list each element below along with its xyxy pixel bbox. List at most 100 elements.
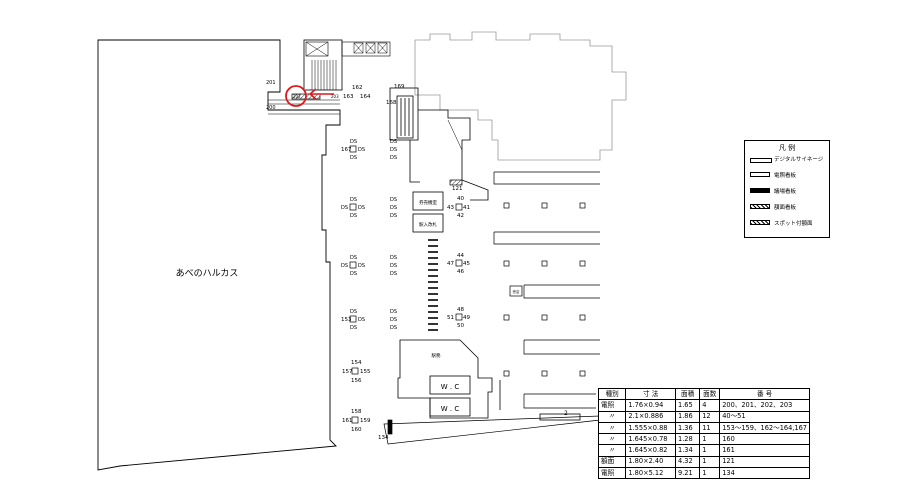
sign-label: 163 <box>343 94 354 100</box>
legend-label: スポット付額面 <box>774 221 813 227</box>
columns <box>503 202 586 377</box>
legend-swatch-hatched <box>750 204 770 209</box>
table-row: 〃 1.645×0.78 1.28 1 160 <box>597 433 810 446</box>
table-row: 電照 1.80×5.12 9.21 1 134 <box>597 467 810 480</box>
tactile-strip <box>428 239 438 331</box>
room-label-office: 駅務 <box>432 352 441 359</box>
cell-faces: 12 <box>699 410 721 423</box>
cell-type: 〃 <box>597 433 627 446</box>
legend-item-signage: デジタルサイネージ <box>750 154 828 166</box>
legend-item-hatched: 額面看板 <box>750 202 828 214</box>
cell-type: 〃 <box>597 421 627 435</box>
sign-label: 156 <box>351 378 362 384</box>
cell-area: 4.32 <box>675 455 701 469</box>
platform-bays <box>493 171 600 409</box>
ds-label: DS <box>350 325 357 331</box>
ds-label: DS <box>390 197 397 203</box>
table-row: 〃 2.1×0.886 1.86 12 40〜51 <box>597 410 810 423</box>
cell-size: 1.555×0.88 <box>625 421 677 435</box>
cell-size: 1.76×0.94 <box>625 399 677 412</box>
ds-label: DS <box>358 263 365 269</box>
legend-box: 凡 例 デジタルサイネージ 電照看板 議場看板 額面看板 スポット付額面 <box>744 140 830 238</box>
ds-label: DS <box>350 309 357 315</box>
sign-label: 164 <box>360 94 371 100</box>
sign-label: 155 <box>360 369 371 375</box>
table-row: 電照 1.76×0.94 1.65 4 200、201、202、203 <box>597 399 810 412</box>
cell-area: 1.36 <box>675 421 701 435</box>
ds-label: DS <box>358 205 365 211</box>
sign-label: 42 <box>457 213 464 219</box>
cell-number: 160 <box>719 433 810 446</box>
spec-table: 種別 寸 法 面積 面数 番 号 電照 1.76×0.94 1.65 4 200… <box>597 387 810 480</box>
sign-label: 200 <box>266 105 276 111</box>
legend-item-lit: 電照看板 <box>750 170 828 182</box>
sign-label: 153 <box>341 317 352 323</box>
sign-label: 50 <box>457 323 464 329</box>
ds-label: DS <box>390 271 397 277</box>
cell-number: 200、201、202、203 <box>719 399 810 412</box>
legend-swatch-black <box>750 188 770 193</box>
ds-label: DS <box>358 147 365 153</box>
cell-area: 1.34 <box>675 444 701 457</box>
sign-label: 121 <box>452 186 463 192</box>
ds-label: DS <box>390 309 397 315</box>
cell-size: 1.645×0.78 <box>625 433 677 446</box>
ds-label: DS <box>390 325 397 331</box>
sign-label: 43 <box>447 205 454 211</box>
room-label-wc: W . C <box>441 405 460 413</box>
ds-label: DS <box>350 197 357 203</box>
sign-label: 203 <box>331 94 339 99</box>
room-label-shop: 売店 <box>513 289 521 294</box>
table-row: 〃 1.645×0.82 1.34 1 161 <box>597 444 810 457</box>
highlight-circle <box>285 85 307 107</box>
highlight-arrow <box>308 88 334 100</box>
ds-label: DS <box>390 205 397 211</box>
sign-label: 45 <box>463 261 470 267</box>
ds-label: DS <box>350 255 357 261</box>
ds-label: DS <box>390 155 397 161</box>
cell-size: 1.645×0.82 <box>625 444 677 457</box>
legend-swatch-lit <box>750 172 770 177</box>
cell-faces: 1 <box>699 467 721 480</box>
cell-number: 161 <box>719 444 810 457</box>
spec-table-header: 種別 寸 法 面積 面数 番 号 <box>597 387 810 401</box>
sign-label: 41 <box>463 205 470 211</box>
cell-type: 〃 <box>597 444 627 457</box>
legend-swatch-signage <box>750 158 772 163</box>
service-area <box>383 339 601 445</box>
sign-label: 2 <box>564 410 568 417</box>
sign-label: 51 <box>447 315 454 321</box>
ds-label: DS <box>390 213 397 219</box>
header-area: 面積 <box>675 387 701 401</box>
stair-block <box>268 39 391 115</box>
building-outline <box>97 39 341 471</box>
legend-item-hatched-spot: スポット付額面 <box>750 218 828 230</box>
ds-label: DS <box>390 139 397 145</box>
sign-label: 46 <box>457 269 464 275</box>
sign-label: 167 <box>341 147 352 153</box>
sign-label: 48 <box>457 307 464 313</box>
ds-label: DS <box>350 213 357 219</box>
sign-label: 162 <box>352 85 363 91</box>
cell-type: 〃 <box>597 410 627 423</box>
room-label-ticket: 駅入改札 <box>419 221 437 228</box>
legend-title: 凡 例 <box>778 144 796 152</box>
sign-label: 160 <box>351 427 362 433</box>
cell-area: 1.28 <box>675 433 701 446</box>
cell-area: 1.65 <box>675 399 701 412</box>
room-label-info: 券売機室 <box>419 199 437 206</box>
cell-type: 額面 <box>597 455 627 469</box>
table-row: 〃 1.555×0.88 1.36 11 153〜159、162〜164,167 <box>597 421 810 435</box>
sign-label: 168 <box>386 100 397 106</box>
cell-faces: 1 <box>699 455 721 469</box>
ds-label: DS <box>390 263 397 269</box>
sign-label: 159 <box>360 418 371 424</box>
sign-label: 157 <box>342 369 353 375</box>
sign-label: 202 <box>293 94 301 99</box>
cell-area: 9.21 <box>675 467 701 480</box>
ds-label: DS <box>390 317 397 323</box>
legend-item-black: 議場看板 <box>750 186 828 198</box>
ds-label: DS <box>341 205 348 211</box>
cell-area: 1.86 <box>675 410 701 423</box>
